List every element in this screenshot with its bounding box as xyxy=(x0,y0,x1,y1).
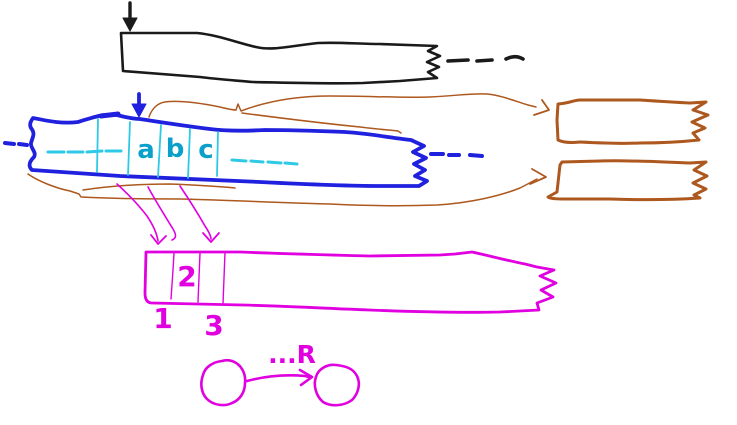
magenta-arrow-2 xyxy=(179,185,212,240)
brown-curve-bottom-branch xyxy=(82,183,236,191)
magenta-cell-divider-1 xyxy=(170,252,175,300)
black-strip-outline xyxy=(119,31,442,85)
segment-label-c: c xyxy=(198,135,213,165)
brown-curve-top xyxy=(148,93,537,118)
magenta-arrow-1-head-icon xyxy=(150,234,167,245)
cyan-left-dashes xyxy=(46,149,123,154)
magenta-arrow-2-head-icon xyxy=(202,232,220,243)
black-torn-dashes xyxy=(446,54,525,63)
tick-label-1: 1 xyxy=(153,302,172,335)
black-strip-group xyxy=(119,1,525,85)
magenta-cell-divider-2 xyxy=(197,252,201,303)
section-divider-4 xyxy=(187,128,191,179)
brown-arrow-head-bottom-icon xyxy=(529,168,547,185)
relation-arrow xyxy=(245,374,311,383)
relation-source-blob xyxy=(200,358,247,407)
section-divider-5 xyxy=(216,131,219,177)
magenta-cell-divider-3 xyxy=(222,251,226,305)
brown-strip-2-outline xyxy=(546,159,709,202)
section-divider-1 xyxy=(96,118,99,173)
blue-right-dashes xyxy=(429,152,484,158)
blue-strip-group xyxy=(3,92,484,188)
brown-curve-branch xyxy=(241,112,402,134)
magenta-group xyxy=(116,183,558,407)
section-divider-2 xyxy=(127,121,131,176)
brown-group xyxy=(27,93,710,207)
relation-label: ...R xyxy=(268,340,316,369)
brown-arrow-head-top-icon xyxy=(533,99,550,116)
tick-label-3: 3 xyxy=(204,309,223,342)
cyan-segment-labels: a b c xyxy=(137,134,213,165)
black-down-arrow-head-icon xyxy=(122,17,138,32)
cyan-right-dashes xyxy=(230,158,299,166)
blue-strip-outline xyxy=(27,113,429,188)
brown-curve-bottom xyxy=(27,173,538,207)
magenta-strip-outline xyxy=(143,250,558,314)
relation-target-blob xyxy=(313,363,361,407)
relation-arrow-head-icon xyxy=(298,368,314,387)
cell-label-2: 2 xyxy=(177,260,196,293)
section-divider-3 xyxy=(157,124,162,178)
segment-label-a: a xyxy=(137,135,155,165)
cyan-annotation-group xyxy=(46,118,299,179)
blue-left-dashes xyxy=(3,141,29,147)
segment-label-b: b xyxy=(166,134,185,164)
blue-top-edge-overdraw xyxy=(98,111,121,119)
magenta-arrow-1 xyxy=(116,183,159,242)
magenta-labels: 2 1 3 ...R xyxy=(153,260,316,369)
brown-strip-1-outline xyxy=(555,98,710,145)
blue-down-arrow-head-icon xyxy=(131,103,147,118)
magenta-arrow-1b xyxy=(147,186,177,241)
